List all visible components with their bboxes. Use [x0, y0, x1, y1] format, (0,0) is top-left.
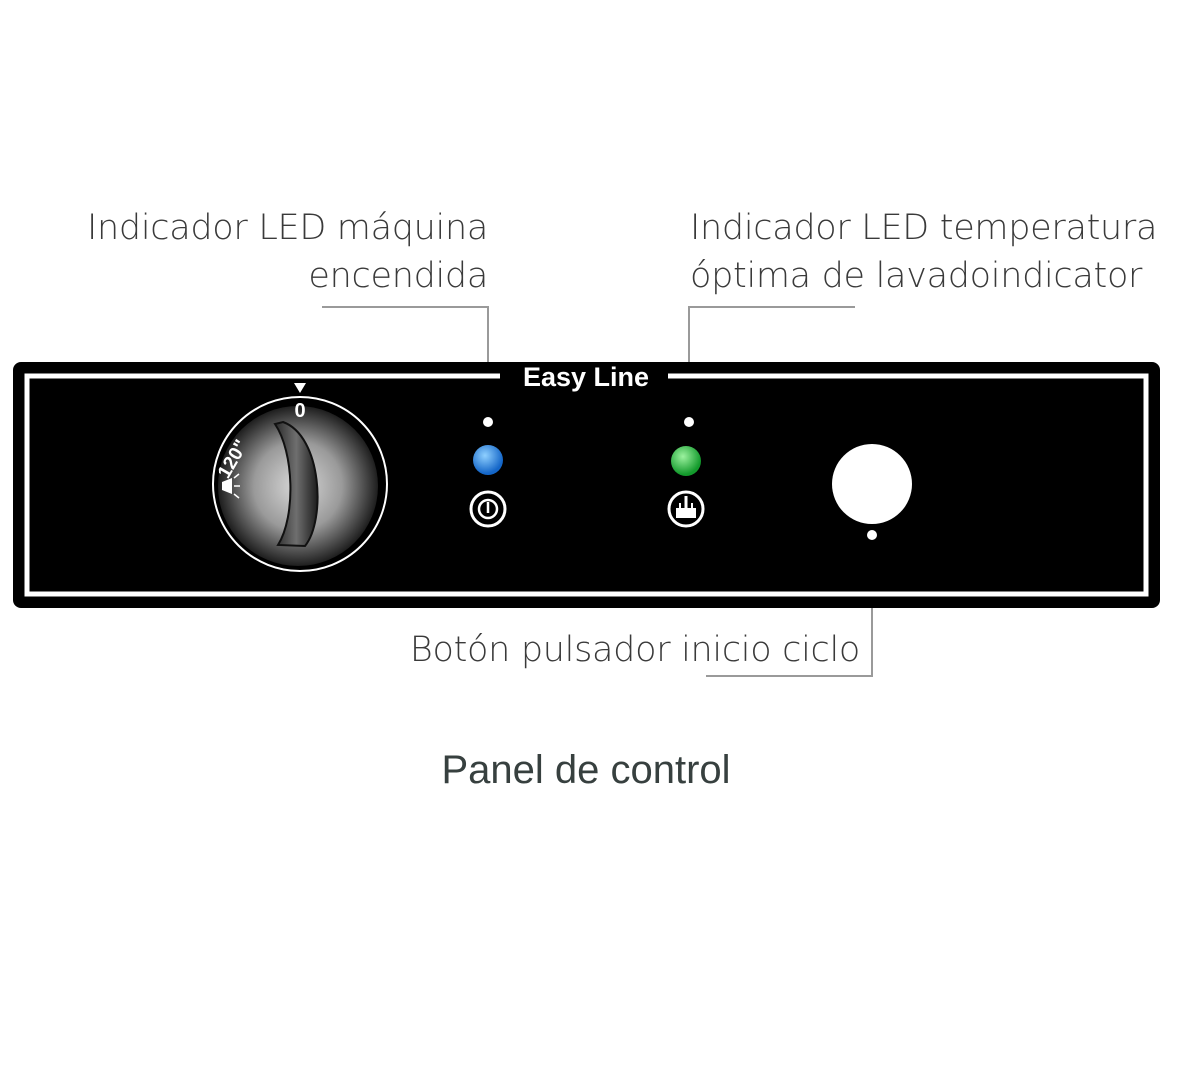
- temperature-led-callout-line2: óptima de lavadoindicator: [690, 256, 1143, 296]
- temperature-led-callout-line1: Indicador LED temperatura: [690, 208, 1158, 248]
- dial-grip: [273, 420, 319, 548]
- dial-zero-label: 0: [294, 400, 305, 422]
- figure-caption: Panel de control: [441, 748, 731, 792]
- power-led-anchor: [483, 417, 493, 427]
- temperature-led: [671, 446, 701, 476]
- timer-dial[interactable]: 0 120": [212, 383, 388, 572]
- power-led-callout-label: Indicador LED máquina encendida: [87, 204, 488, 300]
- temperature-led-anchor: [684, 417, 694, 427]
- start-button-anchor: [867, 530, 877, 540]
- start-cycle-button[interactable]: [832, 444, 912, 524]
- dial-pointer-icon: [294, 383, 306, 393]
- temperature-led-callout-label: Indicador LED temperatura óptima de lava…: [690, 204, 1157, 300]
- spray-icon: [222, 473, 240, 499]
- power-led-callout-line2: encendida: [308, 256, 488, 296]
- brand-label: Easy Line: [523, 362, 649, 392]
- power-led: [473, 445, 503, 475]
- water-temperature-icon: [667, 490, 705, 528]
- panel-body: [13, 362, 1160, 608]
- start-button-callout-label: Botón pulsador inicio ciclo: [410, 626, 860, 674]
- start-button-callout-text: Botón pulsador inicio ciclo: [409, 630, 860, 670]
- power-led-callout-line1: Indicador LED máquina: [87, 208, 488, 248]
- power-icon: [469, 490, 507, 528]
